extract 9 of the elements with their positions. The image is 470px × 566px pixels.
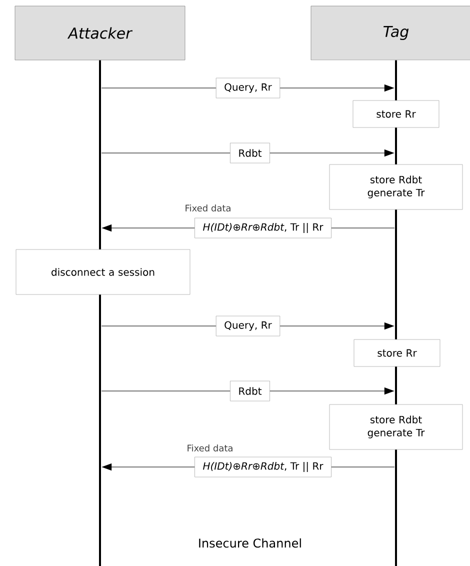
channel-label: Insecure Channel	[199, 538, 301, 548]
message-label: Query, Rr	[216, 78, 280, 98]
message-label: Rdbt	[230, 380, 270, 402]
participant-box: Attacker	[14, 6, 186, 60]
message-label: Rdbt	[230, 142, 270, 164]
message-label: H(IDt)⊕Rr⊕Rdbt, Tr || Rr	[194, 218, 332, 238]
participant-box: Tag	[310, 6, 470, 60]
message-label: H(IDt)⊕Rr⊕Rdbt, Tr || Rr	[194, 456, 332, 478]
message-label: Query, Rr	[216, 316, 280, 336]
